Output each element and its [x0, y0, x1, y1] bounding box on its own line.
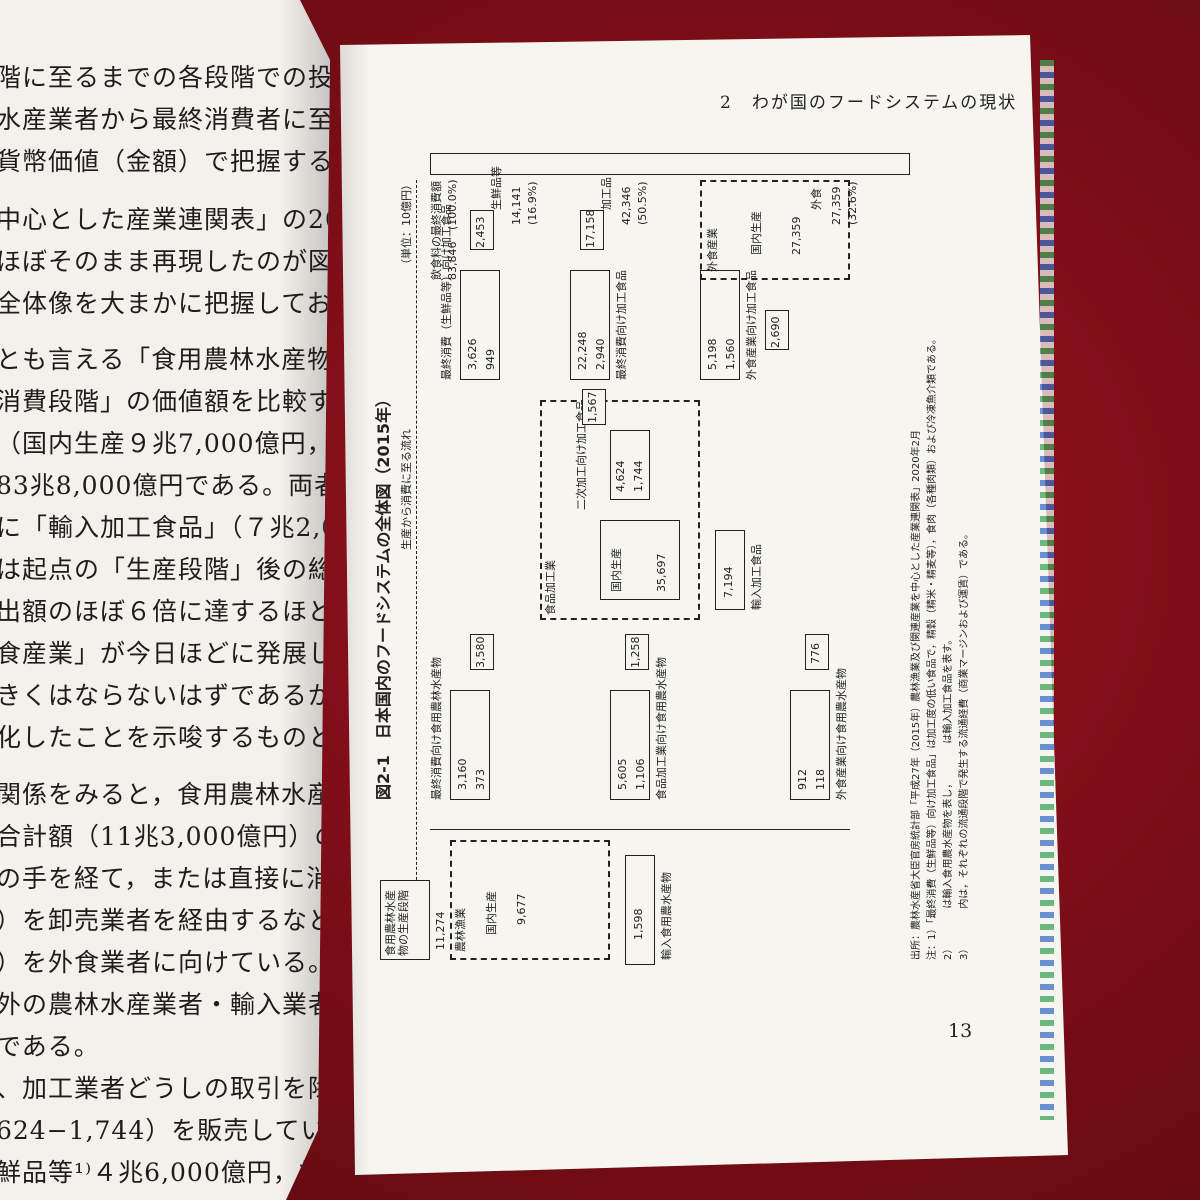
page-edge-stripes — [1040, 60, 1054, 1120]
left-line: 化したことを示唆するものと言えよう。 — [0, 723, 330, 752]
raw-final-v1: 3,160 — [456, 758, 469, 791]
agri-tag: 農林漁業 — [454, 908, 467, 952]
food-service-box — [700, 180, 850, 280]
raw-final-v2: 373 — [474, 769, 487, 790]
consumption-fresh-pct: (16.9%) — [526, 181, 539, 225]
food-service-tag: 外食産業 — [706, 228, 719, 272]
agri-domestic-box — [450, 840, 610, 960]
left-line: に「輸入加工食品」（７兆2,000億円）を — [0, 513, 330, 542]
running-header: 2 わが国のフードシステムの現状 — [720, 93, 1018, 113]
raw-proc-v1: 5,605 — [616, 758, 629, 791]
secondary-flow: 1,567 — [586, 391, 599, 424]
proc-final-v1: 22,248 — [576, 331, 589, 371]
consumption-label: 飲食料の最終消費額 — [430, 181, 443, 280]
left-line: 83兆8,000億円である。両者の差額（72兆 — [0, 471, 330, 500]
left-page: 階に至るまでの各段階での投入産出額や還 水産業者から最終消費者に至るまでの加工 … — [0, 0, 330, 1200]
consumption-eat-value: 27,359 — [830, 186, 843, 226]
right-page — [340, 35, 1068, 1175]
raw-food-v1: 912 — [796, 769, 809, 790]
consumption-proc-value: 42,346 — [620, 186, 633, 226]
flow-2453: 2,453 — [474, 216, 487, 249]
fresh-final-v1: 3,626 — [466, 338, 479, 371]
figure-2-1: 図2-1 日本国内のフードシステムの全体図（2015年） 生産から消費に至る流れ… — [370, 150, 990, 970]
left-line: 合計額（11兆3,000億円）の31％（３兆 — [0, 822, 330, 851]
left-line: 、加工業者どうしの取引を除くと，合 — [0, 1074, 330, 1103]
flow-1258: 1,258 — [629, 636, 642, 669]
left-line: ほぼそのまま再現したのが図2-1である。 — [0, 247, 330, 276]
consumption-eat-label: 外食 — [810, 188, 823, 210]
left-line: ）を卸売業者を経由するなどして食品 — [0, 906, 330, 935]
left-line: ）を外食業者に向けている。卸売業者 — [0, 948, 330, 977]
flow-3580: 3,580 — [474, 636, 487, 669]
import-proc-value: 7,194 — [722, 566, 735, 599]
import-raw-label: 輸入食用農水産物 — [660, 872, 673, 960]
start-label: 食用農林水産物の生産段階 — [384, 890, 410, 956]
connector — [430, 829, 850, 830]
import-raw-value: 1,598 — [632, 908, 645, 941]
secondary-v1: 4,624 — [614, 460, 627, 493]
proc-food-v1: 5,198 — [706, 338, 719, 371]
raw-food-label: 外食産業向け食用農水産物 — [835, 668, 848, 800]
flow-arrow — [416, 180, 417, 910]
figure-note: 注：1）「最終消費（生鮮品等）向け加工食品」は加工度の低い食品で，精穀（精米・精… — [927, 334, 938, 960]
figure-note: 2） は輸入食用農水産物を表し， は輸入加工食品を表す。 — [943, 634, 954, 960]
agri-domestic-label: 国内生産 — [485, 891, 498, 935]
left-line: 外の農林水産業者・輸入業者にとって — [0, 990, 330, 1019]
food-industry-tag: 食品加工業 — [544, 560, 557, 615]
left-line: 水産業者から最終消費者に至るまでの加工 — [0, 105, 330, 134]
figure-unit: （単位：10億円） — [400, 179, 413, 270]
consumption-total-pct: (100.0%) — [446, 179, 459, 230]
food-domestic-value: 35,697 — [655, 553, 668, 593]
secondary-v2: 1,744 — [632, 460, 645, 493]
figure-note: 3） 内は，それぞれの流通段階で発生する流通経費（商業マージンおよび運賃）である… — [959, 528, 970, 960]
left-line: 中心とした産業連関表」の2015年版に基づ — [0, 205, 330, 234]
flow-2690: 2,690 — [769, 316, 782, 349]
left-line: 出額のほぼ６倍に達するほどのものであ — [0, 597, 330, 626]
left-line: 階に至るまでの各段階での投入産出額や還 — [0, 63, 330, 92]
flow-17158: 17,158 — [584, 209, 597, 249]
left-line: は起点の「生産段階」後の総付加価値額 — [0, 555, 330, 584]
start-box: 食用農林水産物の生産段階 — [380, 880, 430, 960]
figure-note: 出所：農林水産省大臣官房統計部「平成27年（2015年）農林漁業及び関連産業を中… — [911, 430, 922, 960]
left-line: 食産業」が今日ほどに発展していないな — [0, 639, 330, 668]
left-line: 消費段階」の価値額を比較すると，起点の — [0, 387, 330, 416]
consumption-fresh-label: 生鮮品等 — [490, 166, 503, 210]
fresh-final-v2: 949 — [484, 349, 497, 370]
start-value: 11,274 — [434, 911, 447, 951]
left-line: 貨幣価値（金額）で把握することも可能で — [0, 147, 330, 176]
left-line: 全体像を大まかに把握しておくことにした — [0, 289, 330, 318]
left-line: である。 — [0, 1032, 100, 1061]
import-proc-label: 輸入加工食品 — [750, 544, 763, 610]
food-service-value: 27,359 — [790, 216, 803, 256]
raw-final-label: 最終消費向け食用農林水産物 — [430, 657, 443, 800]
proc-food-v2: 1,560 — [724, 338, 737, 371]
figure-rotated-canvas: 図2-1 日本国内のフードシステムの全体図（2015年） 生産から消費に至る流れ… — [370, 150, 990, 970]
consumption-proc-pct: (50.5%) — [636, 181, 649, 225]
figure-subtitle: 生産から消費に至る流れ — [400, 429, 413, 550]
flow-776: 776 — [809, 643, 822, 664]
left-line: とも言える「食用農林水産物の生産段階」 — [0, 345, 330, 374]
left-line: きくはならないはずであるから，この差 — [0, 681, 330, 710]
left-line: 624−1,744）を販売しているが，その — [0, 1116, 330, 1145]
left-line: 関係をみると，食用農林水産物の国内生 — [0, 780, 330, 809]
consumption-fresh-value: 14,141 — [510, 186, 523, 226]
consumption-proc-label: 加工品 — [600, 177, 613, 210]
page-number: 13 — [948, 1020, 973, 1042]
proc-final-v2: 2,940 — [594, 338, 607, 371]
proc-final-label: 最終消費向け加工食品 — [615, 270, 628, 380]
raw-proc-label: 食品加工業向け食用農水産物 — [655, 657, 668, 800]
raw-proc-v2: 1,106 — [634, 758, 647, 791]
consumption-eat-pct: (32.6%) — [846, 181, 859, 225]
food-service-label: 国内生産 — [750, 211, 763, 255]
agri-domestic-value: 9,677 — [515, 893, 528, 926]
food-domestic-label: 国内生産 — [610, 548, 623, 592]
raw-food-v2: 118 — [814, 769, 827, 790]
consumption-total: 83,846 — [446, 241, 459, 281]
left-line: 鮮品等¹⁾４兆6,000億円，加工食品25 — [0, 1158, 330, 1187]
figure-title: 図2-1 日本国内のフードシステムの全体図（2015年） — [374, 391, 393, 800]
left-line: （国内生産９兆7,000億円，輸入１兆6,000 — [0, 429, 330, 458]
proc-food-label: 外食産業向け加工食品 — [745, 270, 758, 380]
left-line: の手を経て，または直接に消費者（家 — [0, 864, 330, 893]
